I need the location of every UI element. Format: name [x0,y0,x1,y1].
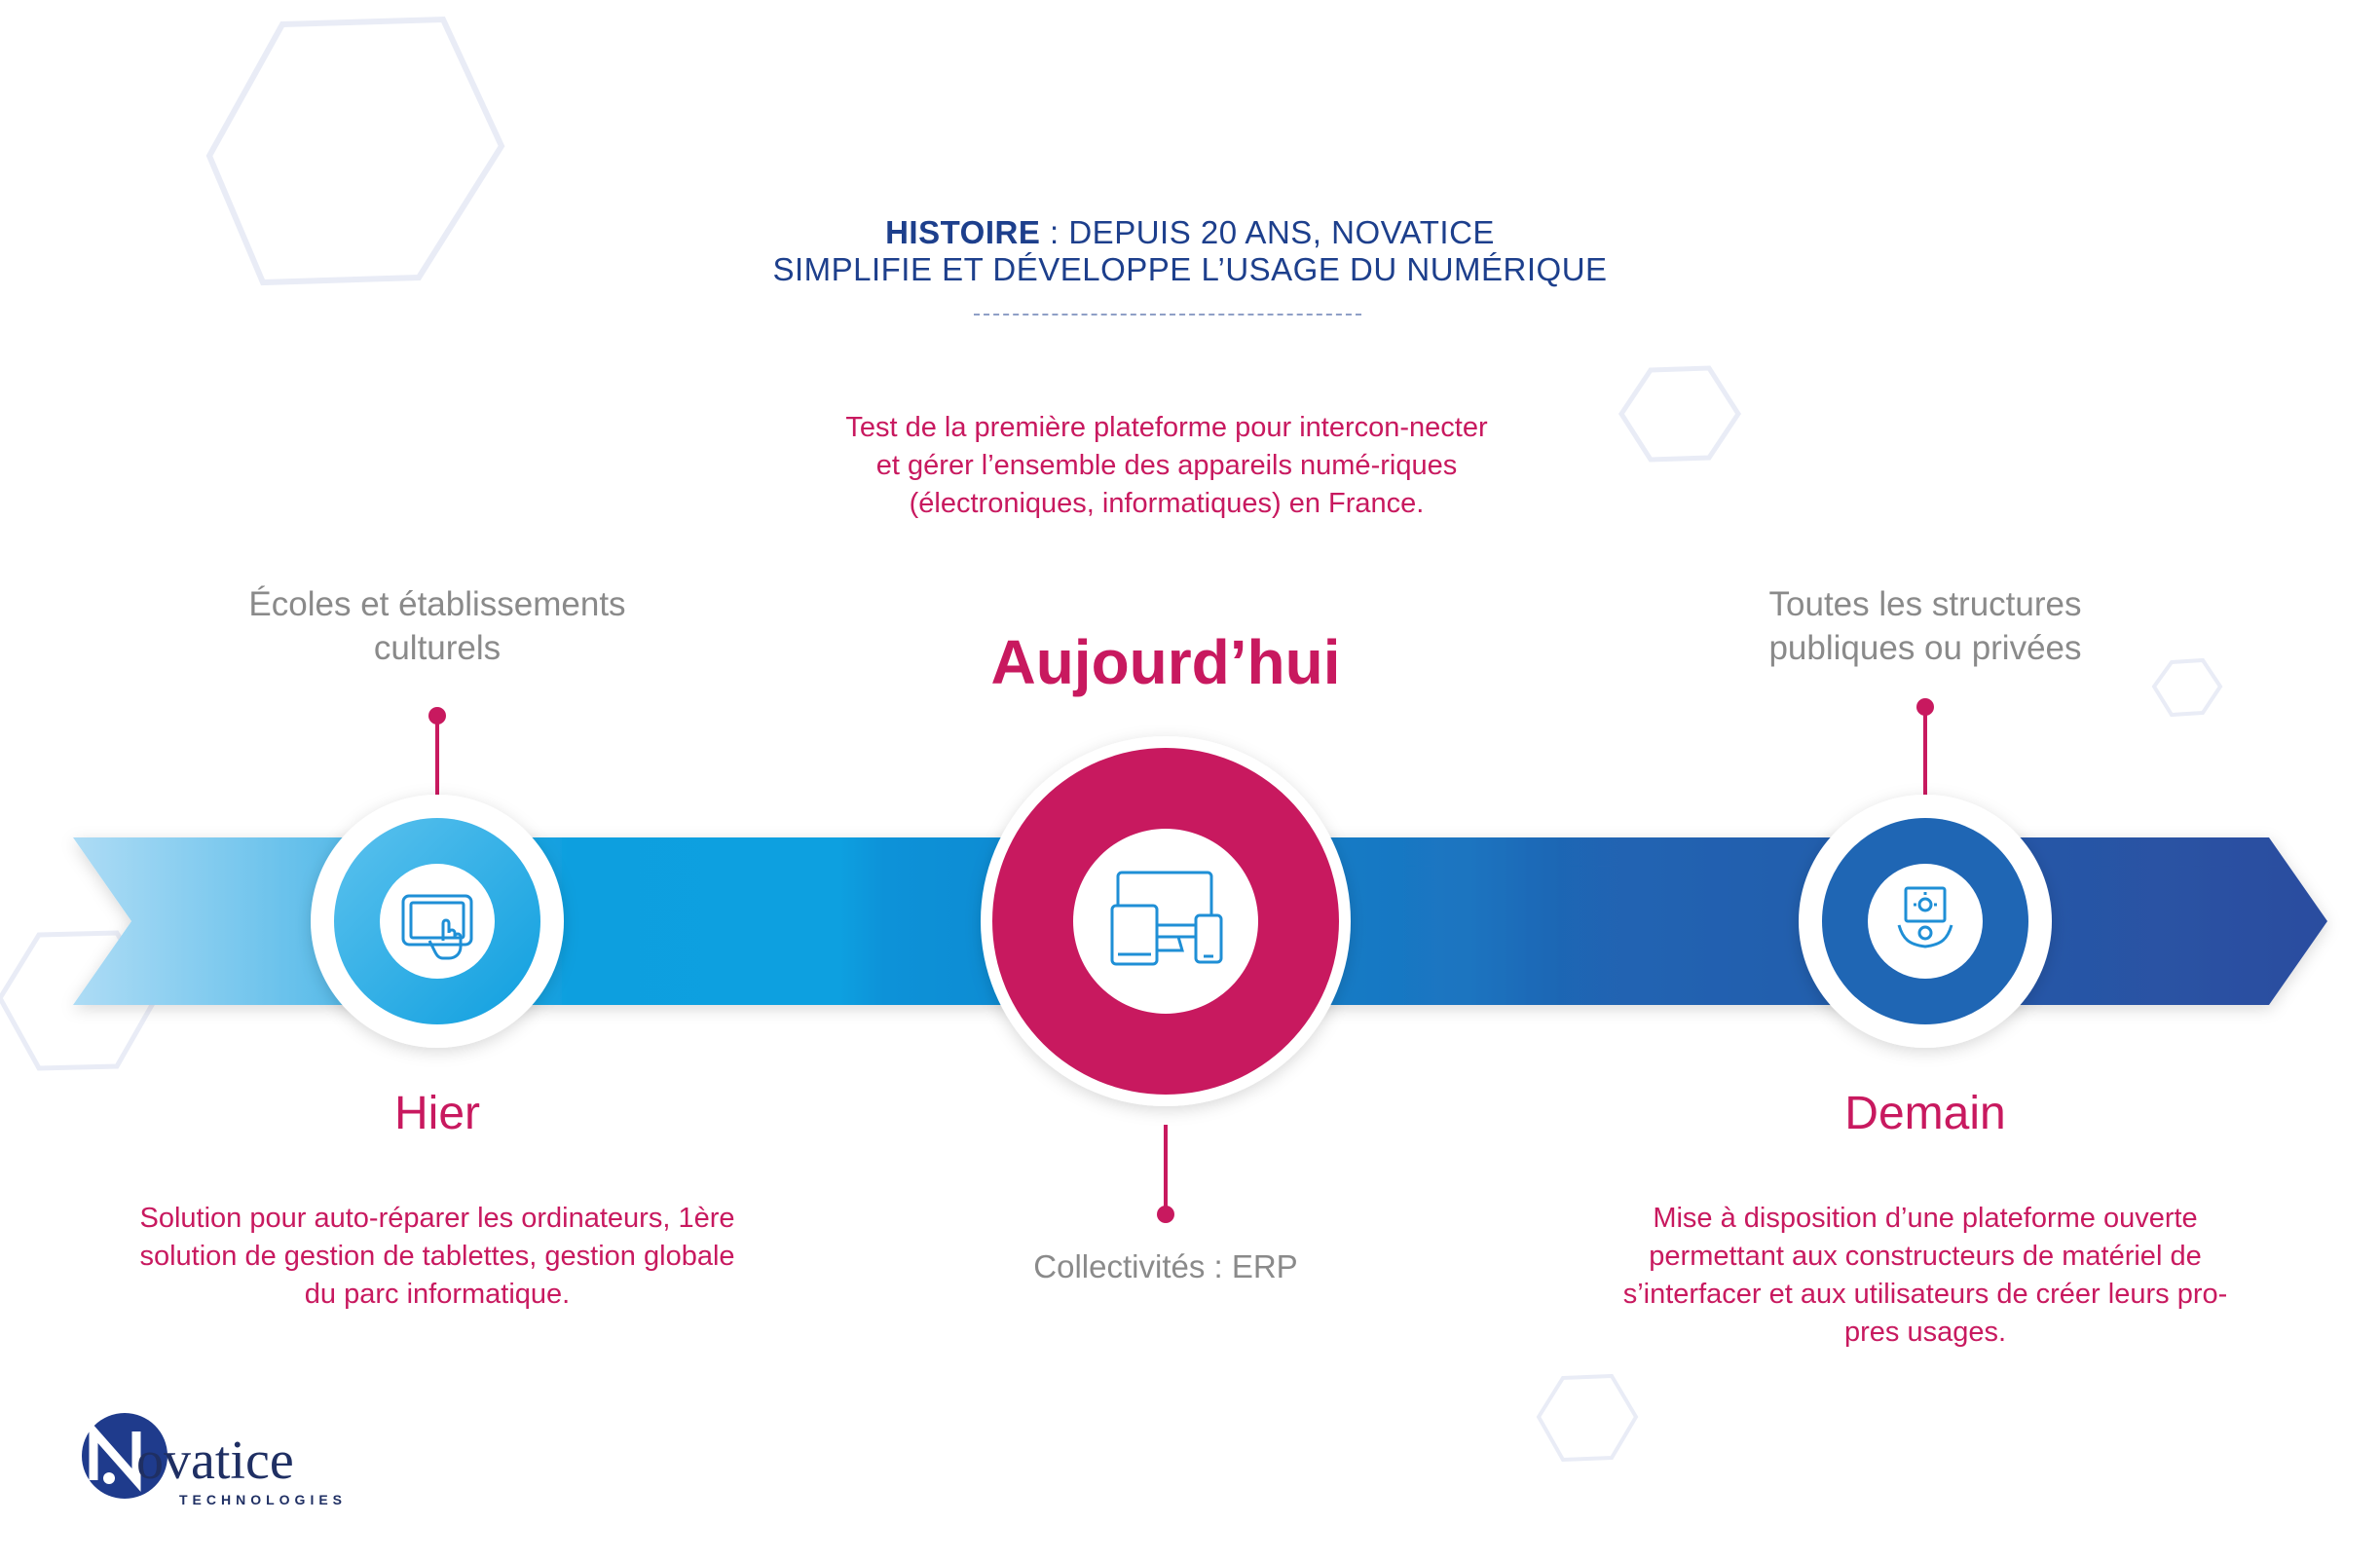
decor-hexagon-icon [0,930,159,1071]
aujourdhui-node [981,736,1351,1106]
demain-connector-dot [1916,698,1934,716]
hier-node [311,795,564,1048]
header-divider [974,314,1361,316]
logo-name: ovatice [136,1431,294,1491]
decor-hexagon-icon [2151,657,2223,718]
tablet-touch-icon [401,894,473,960]
header-line-2: SIMPLIFIE ET DÉVELOPPE L’USAGE DU NUMÉRI… [772,251,1608,287]
person-idea-box-icon [1897,886,1953,948]
decor-hexagon-icon [1536,1373,1639,1463]
aujourdhui-category: Collectivités : ERP [1033,1248,1298,1284]
header-line-1-rest: : DEPUIS 20 ANS, NOVATICE [1040,214,1495,250]
demain-title: Demain [1844,1088,2006,1139]
hier-description: Solution pour auto-réparer les ordinateu… [139,1203,735,1310]
decor-hexagon-icon [205,16,505,286]
header-bold-label: HISTOIRE [885,214,1041,250]
aujourdhui-description: Test de la première plateforme pour inte… [845,412,1488,519]
novatice-logo-mark [82,1413,167,1499]
hier-title: Hier [393,1088,480,1139]
demain-category: Toutes les structures publiques ou privé… [1768,585,2082,667]
aujourdhui-title: Aujourd’hui [990,627,1341,697]
page-header: HISTOIRE : DEPUIS 20 ANS, NOVATICE SIMPL… [703,214,1677,288]
demain-description: Mise à disposition d’une plateforme ouve… [1622,1203,2228,1348]
demain-node [1799,795,2052,1048]
hier-connector-dot [428,707,446,725]
aujourdhui-connector-dot [1157,1206,1174,1223]
header-line-1: HISTOIRE : DEPUIS 20 ANS, NOVATICE [703,214,1677,251]
logo-subtitle: TECHNOLOGIES [179,1492,348,1507]
devices-icon [1110,871,1223,966]
decor-hexagon-icon [1618,365,1741,463]
hier-category: Écoles et établissements culturels [248,585,626,667]
